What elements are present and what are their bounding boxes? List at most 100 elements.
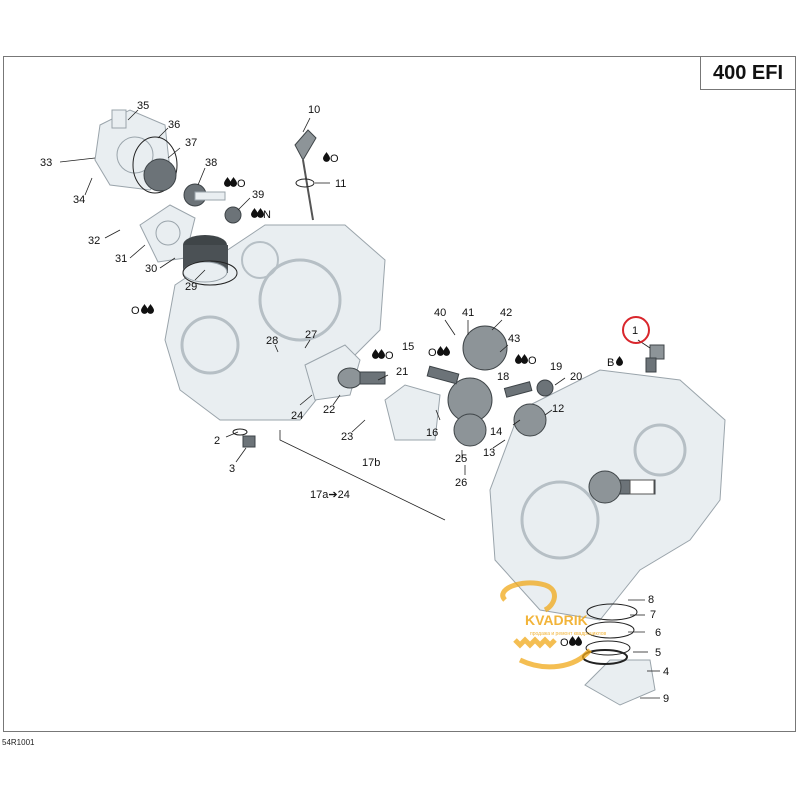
label-part-15: 15 <box>402 341 414 353</box>
label-part-3: 3 <box>229 463 235 475</box>
label-part-40: 40 <box>434 307 446 319</box>
label-part-32: 32 <box>88 235 100 247</box>
label-part-29: 29 <box>185 281 197 293</box>
label-part-22: 22 <box>323 404 335 416</box>
label-part-17b: 17b <box>362 457 380 469</box>
label-part-25: 25 <box>455 453 467 465</box>
label-part-2: 2 <box>214 435 220 447</box>
label-part-39: 39 <box>252 189 264 201</box>
label-part-5: 5 <box>655 647 661 659</box>
label-part-12: 12 <box>552 403 564 415</box>
label-part-34: 34 <box>73 194 85 206</box>
label-part-30: 30 <box>145 263 157 275</box>
lube-mark-10: O <box>330 153 339 165</box>
lube-mark-38: O <box>237 178 246 190</box>
oil-drop-icon <box>141 304 148 314</box>
right-crankcase <box>489 369 726 621</box>
model-title: 400 EFI <box>700 56 796 90</box>
diagram-frame <box>3 56 796 732</box>
oil-drop-icon <box>323 152 330 162</box>
label-part-43: 43 <box>508 333 520 345</box>
bearing <box>536 379 554 397</box>
drive-gear <box>462 325 508 371</box>
label-part-37: 37 <box>185 137 197 149</box>
oil-dipstick <box>294 129 317 221</box>
label-part-18: 18 <box>497 371 509 383</box>
label-part-38: 38 <box>205 157 217 169</box>
pump-gasket <box>132 136 178 194</box>
oil-drop-icon <box>575 636 582 646</box>
label-part-4: 4 <box>663 666 669 678</box>
label-part-17a: 17a➔24 <box>310 489 350 501</box>
oil-drop-icon <box>437 346 444 356</box>
label-part-16: 16 <box>426 427 438 439</box>
label-part-11: 11 <box>335 178 346 190</box>
oil-drop-icon <box>224 177 231 187</box>
label-part-28: 28 <box>266 335 278 347</box>
lubricant-markers: O O N O O O O B O <box>131 152 623 649</box>
oil-filter <box>182 235 228 283</box>
label-part-19: 19 <box>550 361 562 373</box>
ring-7 <box>585 621 635 639</box>
oil-pump-rotor <box>337 367 386 389</box>
kvadrik-watermark: KVADRIK продажа и ремонт квадроциклов <box>500 580 606 670</box>
label-part-7: 7 <box>650 609 656 621</box>
pump-shaft <box>183 183 226 207</box>
small-gear <box>513 403 547 437</box>
o-ring-6 <box>585 640 631 656</box>
diagram-reference-code: 54R1001 <box>2 738 35 747</box>
oil-seal <box>224 206 242 224</box>
label-part-33: 33 <box>40 157 52 169</box>
lube-mark-15: O <box>428 347 437 359</box>
lube-mark-39: N <box>263 209 271 221</box>
label-part-27: 27 <box>305 329 317 341</box>
lube-mark-18: O <box>528 355 537 367</box>
dowel-sleeve <box>503 381 533 398</box>
oil-drop-icon <box>251 208 258 218</box>
label-part-26: 26 <box>455 477 467 489</box>
part-labels: 1 2 3 4 5 6 7 8 9 10 11 12 13 14 15 16 1… <box>40 100 669 705</box>
intermediate-gear <box>447 377 493 447</box>
filter-o-ring <box>182 260 238 286</box>
label-part-23: 23 <box>341 431 353 443</box>
label-part-36: 36 <box>168 119 180 131</box>
gasket-8 <box>586 603 638 621</box>
oil-drop-icon <box>569 636 576 646</box>
oil-drop-icon <box>443 346 450 356</box>
label-part-1: 1 <box>632 325 638 337</box>
group-bracket <box>279 430 446 521</box>
oil-drop-icon <box>378 349 385 359</box>
lube-mark-21: O <box>385 350 394 362</box>
dipstick-o-ring <box>295 178 315 188</box>
label-part-31: 31 <box>115 253 127 265</box>
label-part-10: 10 <box>308 104 320 116</box>
oil-drop-icon <box>515 354 522 364</box>
label-part-41: 41 <box>462 307 474 319</box>
watermark-tagline: продажа и ремонт квадроциклов <box>530 631 606 637</box>
drain-plug <box>232 428 256 448</box>
lube-mark-1: B <box>607 357 614 369</box>
lube-mark-6: O <box>560 637 569 649</box>
label-part-9: 9 <box>663 693 669 705</box>
oil-drop-icon <box>521 354 528 364</box>
gear-shaft <box>426 365 460 385</box>
oil-drop-icon <box>230 177 237 187</box>
highlight-circle <box>622 316 650 344</box>
water-pump-impeller <box>143 158 177 192</box>
label-part-13: 13 <box>483 447 495 459</box>
lube-mark-29: O <box>131 305 140 317</box>
oil-drop-icon <box>147 304 154 314</box>
leader-lines <box>59 109 660 699</box>
label-part-20: 20 <box>570 371 582 383</box>
label-part-8: 8 <box>648 594 654 606</box>
oil-drop-icon <box>616 356 623 366</box>
label-part-14: 14 <box>490 426 502 438</box>
label-part-42: 42 <box>500 307 512 319</box>
label-part-24: 24 <box>291 410 303 422</box>
oil-pressure-switch <box>645 344 665 373</box>
label-part-6: 6 <box>655 627 661 639</box>
oil-pump-body <box>384 384 441 441</box>
label-part-21: 21 <box>396 366 408 378</box>
oil-drop-icon <box>372 349 379 359</box>
